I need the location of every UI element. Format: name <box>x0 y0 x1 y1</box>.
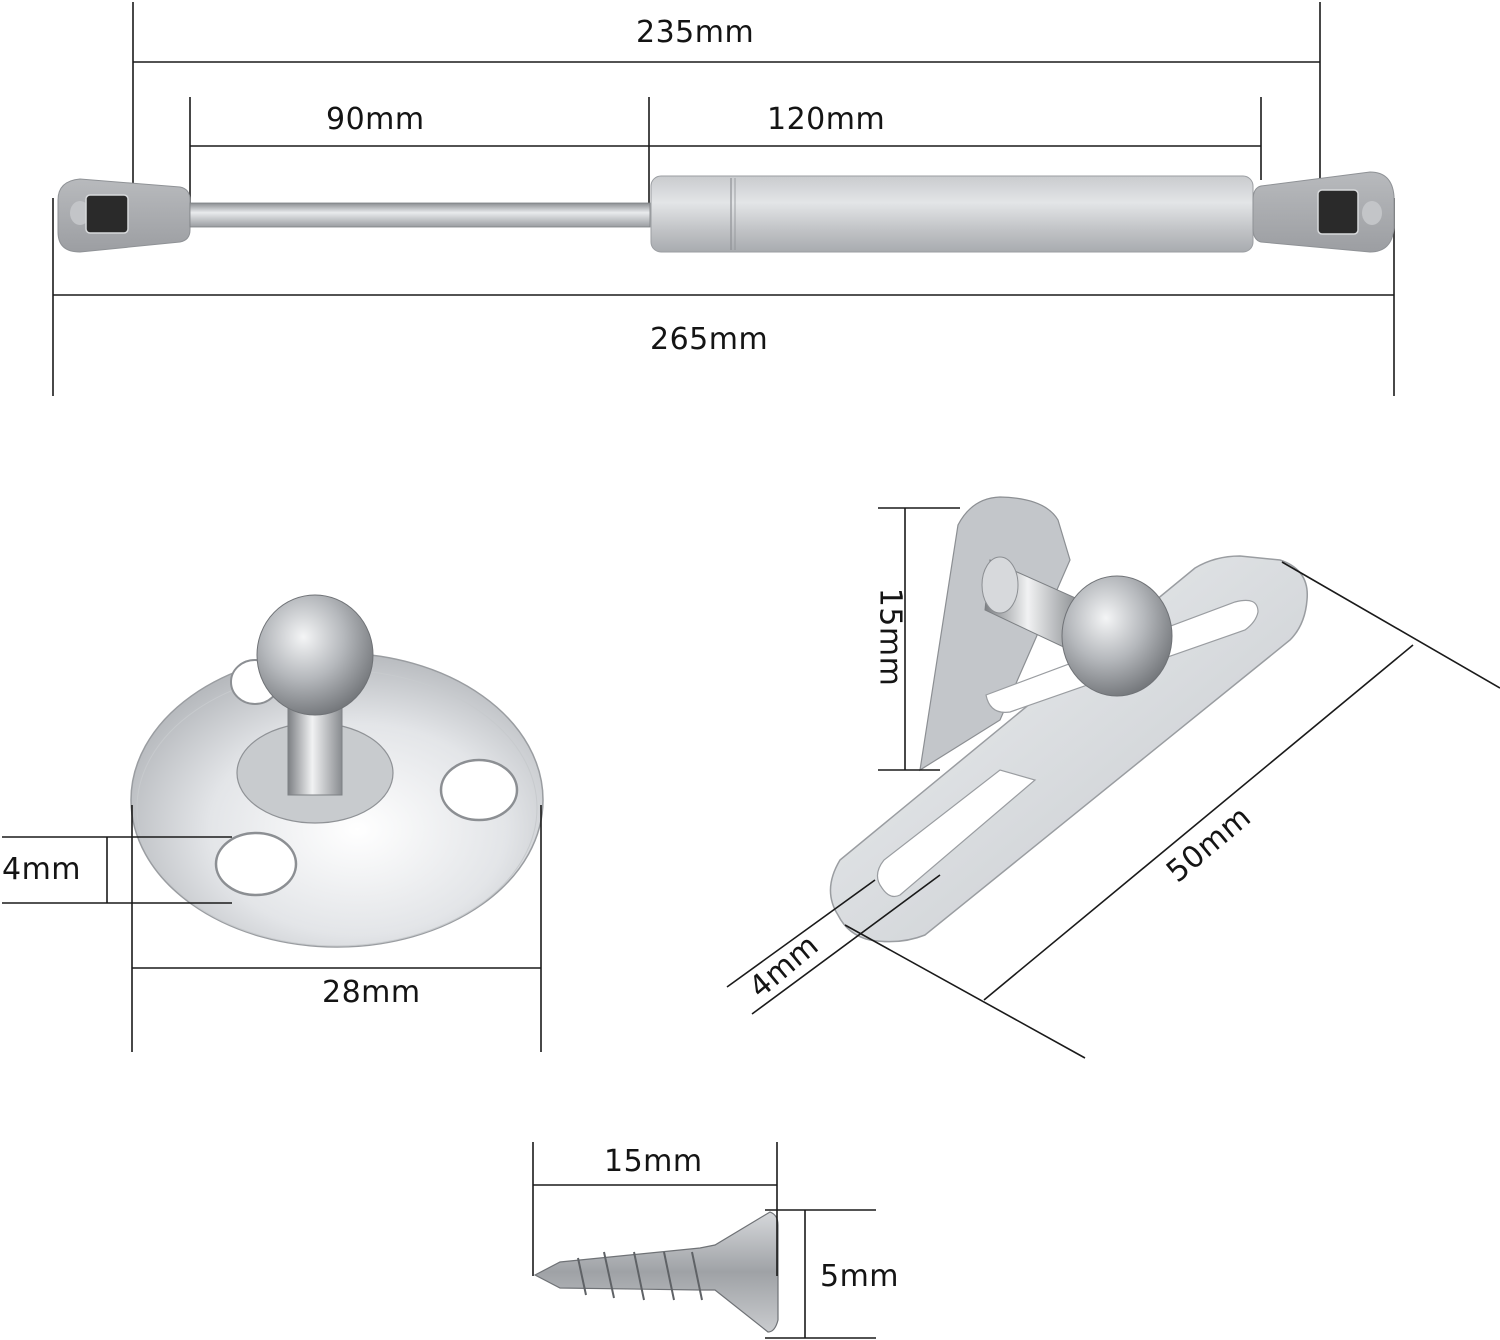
cylinder-body <box>650 175 1254 253</box>
dimension-label-rod-length: 90mm <box>326 102 425 137</box>
slot <box>876 769 1037 898</box>
screw-threads <box>577 1251 703 1301</box>
dimension-label-screw-length: 15mm <box>604 1144 703 1179</box>
piston-rod <box>189 202 651 228</box>
socket-icon <box>85 194 129 234</box>
round-mounting-plate <box>130 594 544 948</box>
angled-bracket <box>829 496 1308 943</box>
dimension-lines-bracket <box>726 507 1500 1059</box>
dimension-label-plate-diameter: 28mm <box>322 975 421 1010</box>
gas-strut <box>52 2 1395 396</box>
mounting-hole <box>439 758 519 822</box>
right-end-fitting <box>1252 171 1395 253</box>
screw <box>533 1211 779 1333</box>
mounting-hole <box>214 831 298 897</box>
left-end-fitting <box>57 178 191 253</box>
dimension-label-screw-head-diameter: 5mm <box>820 1259 900 1294</box>
dimension-label-bracket-height: 15mm <box>872 587 908 687</box>
dimension-label-total-length: 265mm <box>650 322 769 357</box>
dimension-lines-plate <box>2 805 542 1052</box>
dimension-label-cylinder-length: 120mm <box>767 102 886 137</box>
dimension-label-hole-diameter: 4mm <box>2 852 82 887</box>
dimension-label-center-to-center: 235mm <box>636 15 755 50</box>
dimension-lines-screw <box>532 1142 876 1339</box>
dimension-lines-strut <box>52 2 1395 396</box>
socket-icon <box>1317 189 1359 235</box>
